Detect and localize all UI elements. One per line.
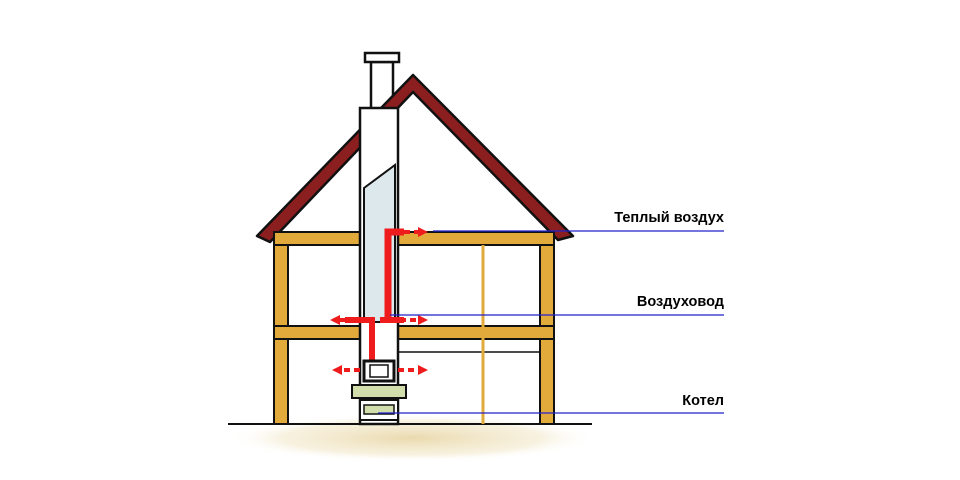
label-warm-air: Теплый воздух (614, 210, 724, 226)
boiler (351, 359, 407, 421)
house-frame (273, 231, 555, 425)
warm-air-arrows (330, 227, 428, 375)
arrow-floor1-right (398, 365, 428, 375)
ground-shadow (227, 414, 597, 462)
label-air-duct: Воздуховод (637, 294, 724, 310)
attic-interior (280, 92, 545, 232)
arrow-floor1-left (332, 365, 360, 375)
arrow-floor2-left (330, 315, 356, 325)
label-boiler: Котел (682, 393, 724, 409)
roof (255, 73, 575, 244)
arrow-floor2-right (400, 315, 428, 325)
arrow-attic (404, 227, 428, 237)
callout-lines (378, 230, 724, 414)
